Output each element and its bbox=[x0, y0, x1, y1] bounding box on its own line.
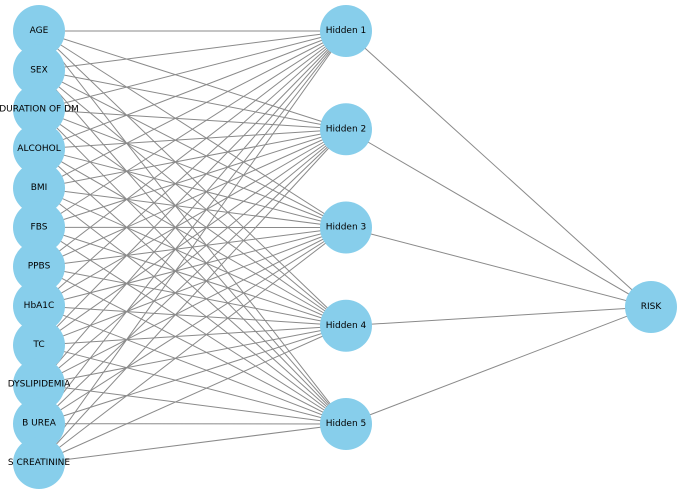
edge-sex-to-hidden-1 bbox=[38, 30, 347, 71]
edge-tc-to-hidden-4 bbox=[38, 325, 347, 346]
input-node-b-urea: B UREA bbox=[13, 397, 65, 450]
edge-hidden-5-to-risk bbox=[345, 306, 652, 425]
input-node-fbs: FBS bbox=[13, 201, 65, 254]
input-node-s-creatinine: S CREATININE bbox=[8, 437, 71, 489]
hidden-node-hidden-5-circle bbox=[320, 398, 372, 450]
input-node-alcohol: ALCOHOL bbox=[13, 122, 65, 175]
input-node-bmi: BMI bbox=[13, 162, 65, 215]
edge-hidden-2-to-risk bbox=[345, 128, 652, 308]
edge-dyslipidemia-to-hidden-1 bbox=[38, 30, 347, 385]
edge-hba1c-to-hidden-1 bbox=[38, 30, 347, 307]
input-node-hba1c: HbA1C bbox=[13, 279, 65, 332]
edge-hba1c-to-hidden-4 bbox=[38, 305, 347, 327]
hidden-node-hidden-4-label: Hidden 4 bbox=[326, 321, 367, 331]
input-node-duration-of-dm: DURATION OF DM bbox=[0, 83, 79, 136]
edge-s-creatinine-to-hidden-2 bbox=[38, 128, 347, 464]
edge-dyslipidemia-to-hidden-4 bbox=[38, 325, 347, 385]
output-node-risk-label: RISK bbox=[641, 302, 663, 312]
edge-b-urea-to-hidden-1 bbox=[38, 30, 347, 425]
edge-ppbs-to-hidden-1 bbox=[38, 30, 347, 268]
output-node-risk: RISK bbox=[625, 281, 677, 333]
edge-hidden-3-to-risk bbox=[345, 227, 652, 308]
edge-s-creatinine-to-hidden-4 bbox=[38, 325, 347, 464]
input-node-duration-of-dm-label: DURATION OF DM bbox=[0, 105, 79, 115]
input-node-bmi-circle bbox=[13, 162, 65, 215]
input-node-ppbs-label: PPBS bbox=[28, 262, 51, 272]
input-node-age-circle bbox=[13, 5, 65, 57]
input-node-duration-of-dm-circle bbox=[13, 83, 65, 136]
edge-tc-to-hidden-1 bbox=[38, 30, 347, 346]
edge-hba1c-to-hidden-2 bbox=[38, 128, 347, 307]
input-node-tc-circle bbox=[13, 319, 65, 372]
hidden-node-hidden-1-circle bbox=[320, 5, 372, 57]
input-node-ppbs: PPBS bbox=[13, 240, 65, 293]
input-node-alcohol-circle bbox=[13, 122, 65, 175]
output-node-risk-circle bbox=[625, 281, 677, 333]
input-node-ppbs-circle bbox=[13, 240, 65, 293]
hidden-node-hidden-2: Hidden 2 bbox=[320, 103, 372, 156]
edge-s-creatinine-to-hidden-3 bbox=[38, 227, 347, 464]
edge-hidden-1-to-risk bbox=[345, 30, 652, 308]
edge-alcohol-to-hidden-2 bbox=[38, 128, 347, 150]
hidden-node-hidden-3-label: Hidden 3 bbox=[326, 223, 367, 233]
edge-fbs-to-hidden-1 bbox=[38, 30, 347, 228]
edge-dyslipidemia-to-hidden-5 bbox=[38, 383, 347, 425]
input-node-age: AGE bbox=[13, 5, 65, 57]
input-node-sex-circle bbox=[13, 44, 65, 97]
hidden-node-hidden-4: Hidden 4 bbox=[320, 299, 372, 352]
input-node-tc-label: TC bbox=[32, 340, 44, 350]
input-node-b-urea-label: B UREA bbox=[22, 419, 57, 429]
hidden-node-hidden-5-label: Hidden 5 bbox=[326, 419, 367, 429]
edge-s-creatinine-to-hidden-1 bbox=[38, 30, 347, 464]
edge-hidden-4-to-risk bbox=[345, 306, 652, 327]
edge-dyslipidemia-to-hidden-3 bbox=[38, 227, 347, 385]
hidden-node-hidden-2-circle bbox=[320, 103, 372, 156]
input-node-dyslipidemia: DYSLIPIDEMIA bbox=[8, 358, 71, 411]
edge-hba1c-to-hidden-3 bbox=[38, 227, 347, 307]
edge-dyslipidemia-to-hidden-2 bbox=[38, 128, 347, 385]
edge-s-creatinine-to-hidden-5 bbox=[38, 423, 347, 464]
input-node-fbs-circle bbox=[13, 201, 65, 254]
hidden-node-hidden-4-circle bbox=[320, 299, 372, 352]
hidden-node-hidden-1-label: Hidden 1 bbox=[326, 26, 367, 36]
edge-alcohol-to-hidden-1 bbox=[38, 30, 347, 150]
input-node-s-creatinine-circle bbox=[13, 437, 65, 489]
input-node-s-creatinine-label: S CREATININE bbox=[8, 458, 71, 468]
input-node-dyslipidemia-label: DYSLIPIDEMIA bbox=[8, 379, 71, 389]
node-layer: AGE SEX DURATION OF DM ALCOHOL BMI FBS PPBS HbA… bbox=[0, 5, 677, 489]
input-node-dyslipidemia-circle bbox=[13, 358, 65, 411]
edge-b-urea-to-hidden-4 bbox=[38, 325, 347, 425]
edge-age-to-hidden-2 bbox=[38, 30, 347, 130]
input-node-fbs-label: FBS bbox=[31, 222, 48, 232]
hidden-node-hidden-5: Hidden 5 bbox=[320, 398, 372, 450]
edge-bmi-to-hidden-1 bbox=[38, 30, 347, 189]
hidden-node-hidden-2-label: Hidden 2 bbox=[326, 124, 367, 134]
edge-b-urea-to-hidden-2 bbox=[38, 128, 347, 425]
input-node-sex-label: SEX bbox=[30, 65, 48, 75]
hidden-node-hidden-3: Hidden 3 bbox=[320, 201, 372, 254]
edge-bmi-to-hidden-2 bbox=[38, 128, 347, 189]
edge-tc-to-hidden-3 bbox=[38, 227, 347, 346]
input-node-age-label: AGE bbox=[30, 26, 49, 36]
edge-tc-to-hidden-5 bbox=[38, 344, 347, 425]
input-node-alcohol-label: ALCOHOL bbox=[17, 144, 60, 154]
edge-tc-to-hidden-2 bbox=[38, 128, 347, 346]
hidden-node-hidden-1: Hidden 1 bbox=[320, 5, 372, 57]
input-node-bmi-label: BMI bbox=[31, 183, 48, 193]
edge-duration-of-dm-to-hidden-2 bbox=[38, 109, 347, 130]
edge-layer bbox=[38, 30, 652, 464]
input-node-hba1c-label: HbA1C bbox=[24, 301, 55, 311]
edge-fbs-to-hidden-2 bbox=[38, 128, 347, 228]
input-node-hba1c-circle bbox=[13, 279, 65, 332]
input-node-sex: SEX bbox=[13, 44, 65, 97]
edge-sex-to-hidden-2 bbox=[38, 69, 347, 130]
hidden-node-hidden-3-circle bbox=[320, 201, 372, 254]
input-node-b-urea-circle bbox=[13, 397, 65, 450]
input-node-tc: TC bbox=[13, 319, 65, 372]
edge-ppbs-to-hidden-2 bbox=[38, 128, 347, 268]
edge-duration-of-dm-to-hidden-1 bbox=[38, 30, 347, 111]
